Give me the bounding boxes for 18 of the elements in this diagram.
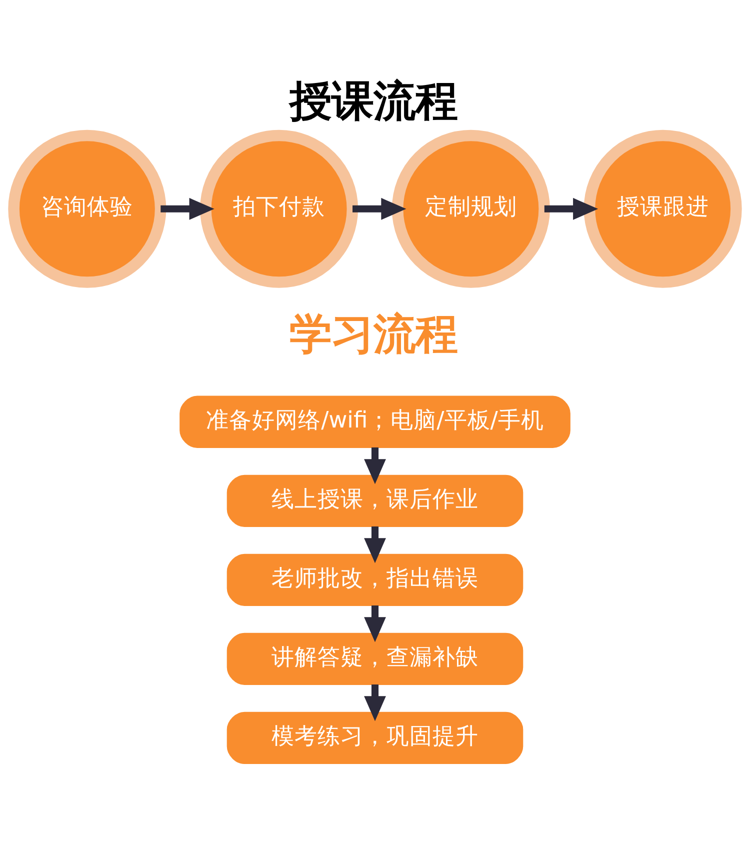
arrow (364, 684, 386, 722)
arrow (364, 605, 386, 642)
node-box: 准备好网络/wifi；电脑/平板/手机 (180, 396, 570, 448)
node-circle: 授课跟进 (584, 130, 742, 288)
node-circle: 定制规划 (392, 130, 550, 288)
diagram-title: 授课流程 (290, 76, 458, 126)
node-circle: 咨询体验 (8, 130, 166, 288)
arrow (352, 198, 406, 220)
label: 学习流程 (290, 310, 458, 359)
node-circle: 拍下付款 (200, 130, 358, 288)
arrow (544, 198, 598, 220)
node-box: 线上授课，课后作业 (226, 474, 524, 528)
arrow (160, 198, 214, 220)
node-box: 讲解答疑，查漏补缺 (226, 632, 524, 686)
arrow (364, 526, 386, 564)
node-box: 老师批改，指出错误 (226, 554, 524, 606)
node-box: 模考练习，巩固提升 (226, 712, 524, 764)
arrow (364, 447, 386, 484)
